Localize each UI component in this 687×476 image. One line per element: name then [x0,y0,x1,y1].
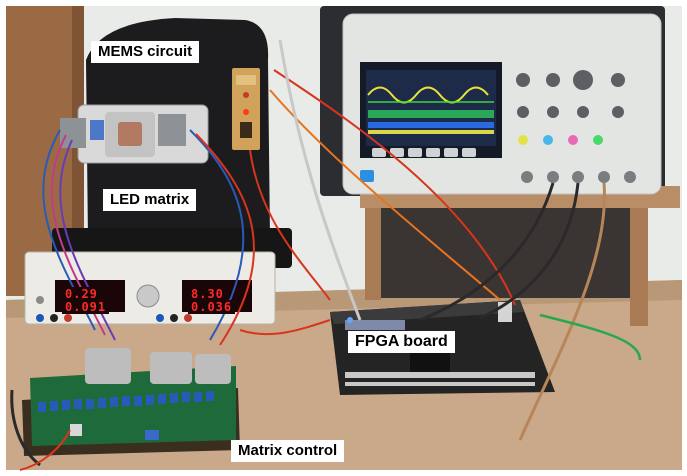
wires [10,39,642,471]
psu-ch1-current-readout: 0.091 [62,300,110,314]
scope-screen [366,70,496,146]
matrix-control-board [22,348,240,456]
psu-ch1-voltage-readout: 0.29 [62,287,101,301]
label-matrix-control: Matrix control [231,440,345,462]
psu-ch2-current-readout: 0.036 [188,300,236,314]
led-matrix-module [60,104,209,164]
label-fpga-board: FPGA board [348,331,455,353]
label-mems-circuit: MEMS circuit [91,41,200,63]
oscilloscope [342,13,662,195]
mems-circuit-board [232,68,260,150]
label-led-matrix: LED matrix [103,189,197,211]
psu-ch2-voltage-readout: 8.30 [188,287,227,301]
